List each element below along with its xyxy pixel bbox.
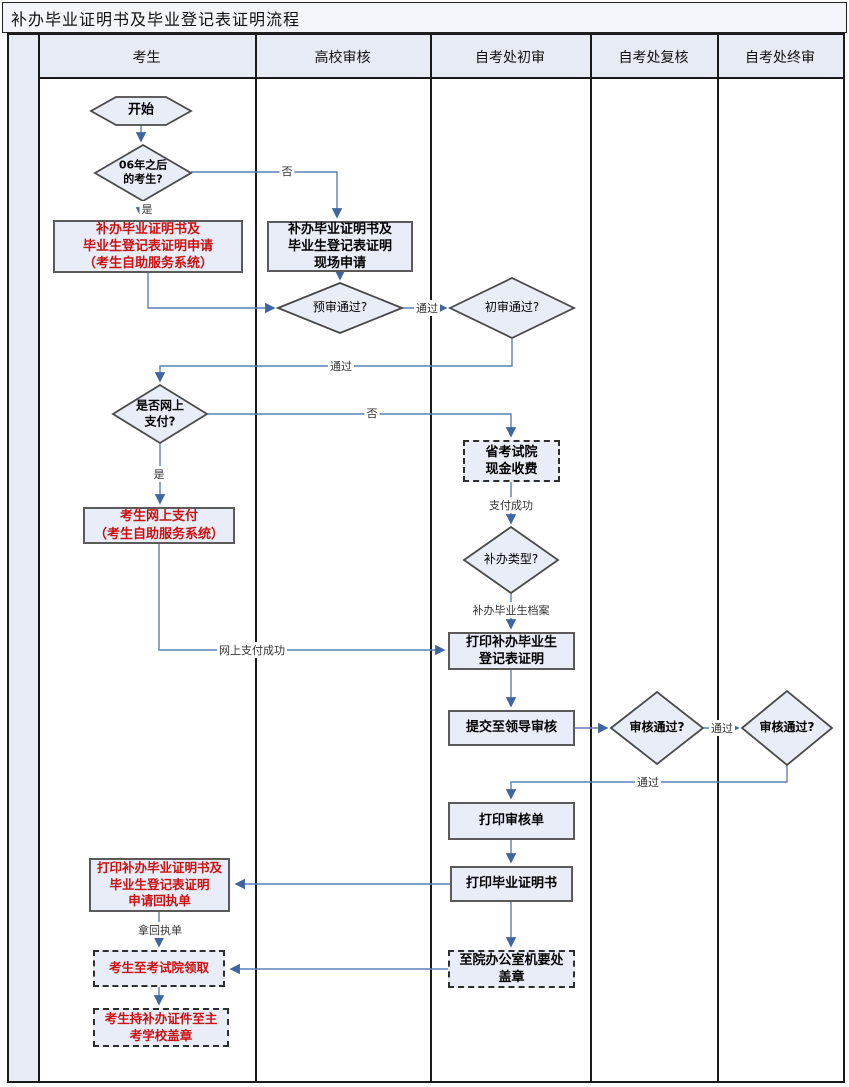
lane-divider-5 [717, 35, 719, 1081]
lane-divider-3 [430, 35, 432, 1081]
swimlane-table-frame [7, 33, 845, 1083]
lane-divider-1 [38, 35, 40, 1081]
node-office-seal: 至院办公室机要处 盖章 [448, 950, 575, 988]
node-pay-online: 考生网上支付 （考生自助服务系统） [83, 507, 235, 544]
lane-header-university: 高校审核 [314, 50, 371, 66]
node-apply-onsite: 补办毕业证明书及 毕业生登记表证明 现场申请 [267, 221, 413, 272]
left-margin-column [9, 35, 38, 1081]
edge-label-yes2: 是 [151, 466, 167, 482]
diagram-title: 补办毕业证明书及毕业登记表证明流程 [2, 2, 847, 33]
edge-label-pass4: 通过 [635, 774, 661, 790]
decision-onlinepay-label: 是否网上 支付? [135, 398, 185, 428]
node-print-grad-cert: 打印毕业证明书 [450, 866, 573, 902]
edge-label-pass2: 通过 [328, 358, 354, 374]
node-collect-cert: 考生至考试院领取 [93, 950, 225, 987]
edge-label-no1: 否 [279, 163, 295, 179]
edge-label-no2: 否 [364, 405, 380, 421]
edge-label-pass1: 通过 [414, 300, 440, 316]
lane-header-row [38, 35, 843, 79]
decision-precheck-label: 预审通过? [312, 300, 368, 315]
edge-label-yes1: 是 [139, 201, 155, 217]
node-submit-leader: 提交至领导审核 [448, 710, 575, 746]
node-cash-pay: 省考试院 现金收费 [463, 440, 560, 482]
node-print-reg-cert: 打印补办毕业生 登记表证明 [448, 632, 575, 670]
node-print-audit-form: 打印审核单 [448, 802, 575, 840]
decision-after06-label: 06年之后 的考生? [118, 158, 168, 186]
lane-header-initial-review: 自考处初审 [475, 50, 545, 66]
decision-reissuetype-label: 补办类型? [483, 552, 539, 567]
decision-review1-label: 审核通过? [629, 720, 685, 735]
lane-header-final-review: 自考处终审 [745, 50, 815, 66]
decision-review2-label: 审核通过? [759, 720, 815, 735]
edge-label-pass3: 通过 [709, 720, 735, 736]
start-label: 开始 [127, 102, 155, 118]
decision-firstcheck-label: 初审通过? [484, 300, 540, 315]
node-print-receipt: 打印补办毕业证明书及 毕业生登记表证明 申请回执单 [89, 858, 230, 912]
edge-label-take-receipt: 拿回执单 [136, 922, 184, 938]
edge-label-reissue-archive: 补办毕业生档案 [470, 602, 552, 618]
lane-divider-2 [255, 35, 257, 1081]
lane-divider-4 [590, 35, 592, 1081]
lane-header-recheck: 自考处复核 [618, 50, 689, 66]
node-apply-online: 补办毕业证明书及 毕业生登记表证明申请 （考生自助服务系统） [53, 220, 243, 273]
node-school-seal: 考生持补办证件至主 考学校盖章 [93, 1008, 229, 1047]
lane-header-candidate: 考生 [132, 50, 161, 66]
edge-label-pay-success: 支付成功 [487, 497, 535, 513]
edge-label-online-pay-success: 网上支付成功 [217, 642, 287, 658]
